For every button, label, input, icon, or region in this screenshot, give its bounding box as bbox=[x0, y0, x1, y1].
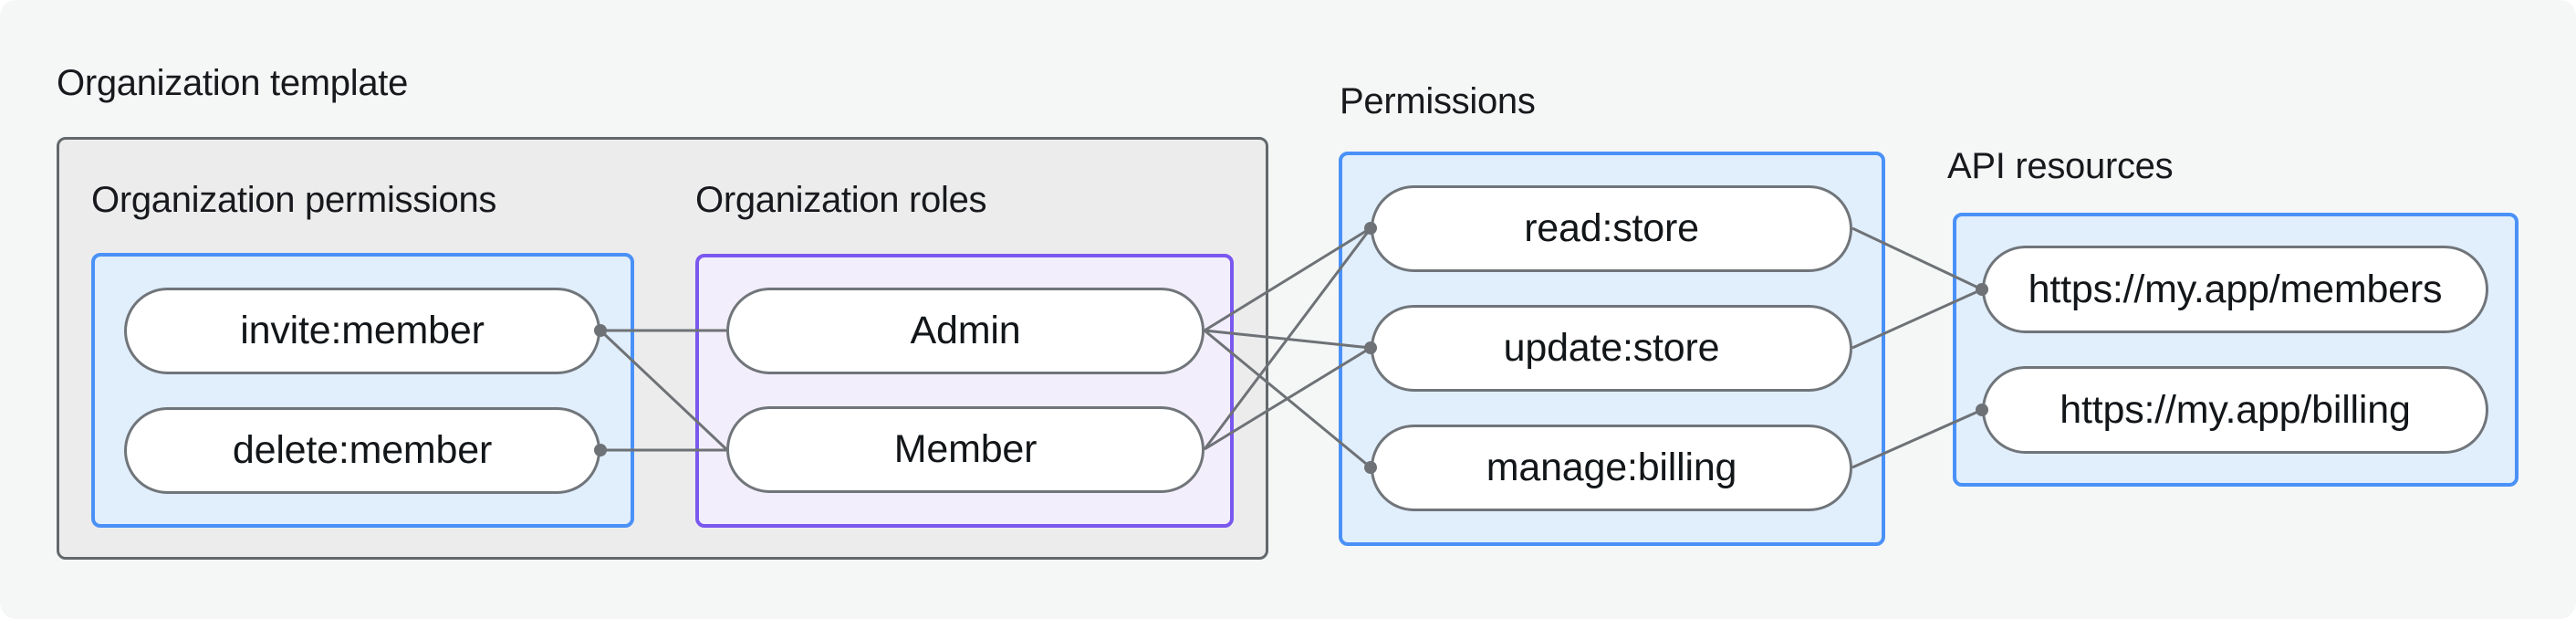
node-read-store: read:store bbox=[1371, 185, 1852, 272]
permissions-label: Permissions bbox=[1340, 81, 1536, 121]
node-invite-member: invite:member bbox=[124, 288, 600, 374]
organization-permissions-label: Organization permissions bbox=[91, 180, 497, 220]
api-resources-label: API resources bbox=[1947, 146, 2174, 186]
node-delete-member: delete:member bbox=[124, 407, 600, 494]
node-manage-billing: manage:billing bbox=[1371, 425, 1852, 511]
node-admin: Admin bbox=[726, 288, 1205, 374]
node-api-billing: https://my.app/billing bbox=[1982, 366, 2488, 454]
node-member: Member bbox=[726, 406, 1205, 493]
node-update-store: update:store bbox=[1371, 305, 1852, 392]
organization-template-label: Organization template bbox=[57, 63, 409, 103]
organization-roles-label: Organization roles bbox=[695, 180, 987, 220]
node-api-members: https://my.app/members bbox=[1982, 246, 2488, 333]
